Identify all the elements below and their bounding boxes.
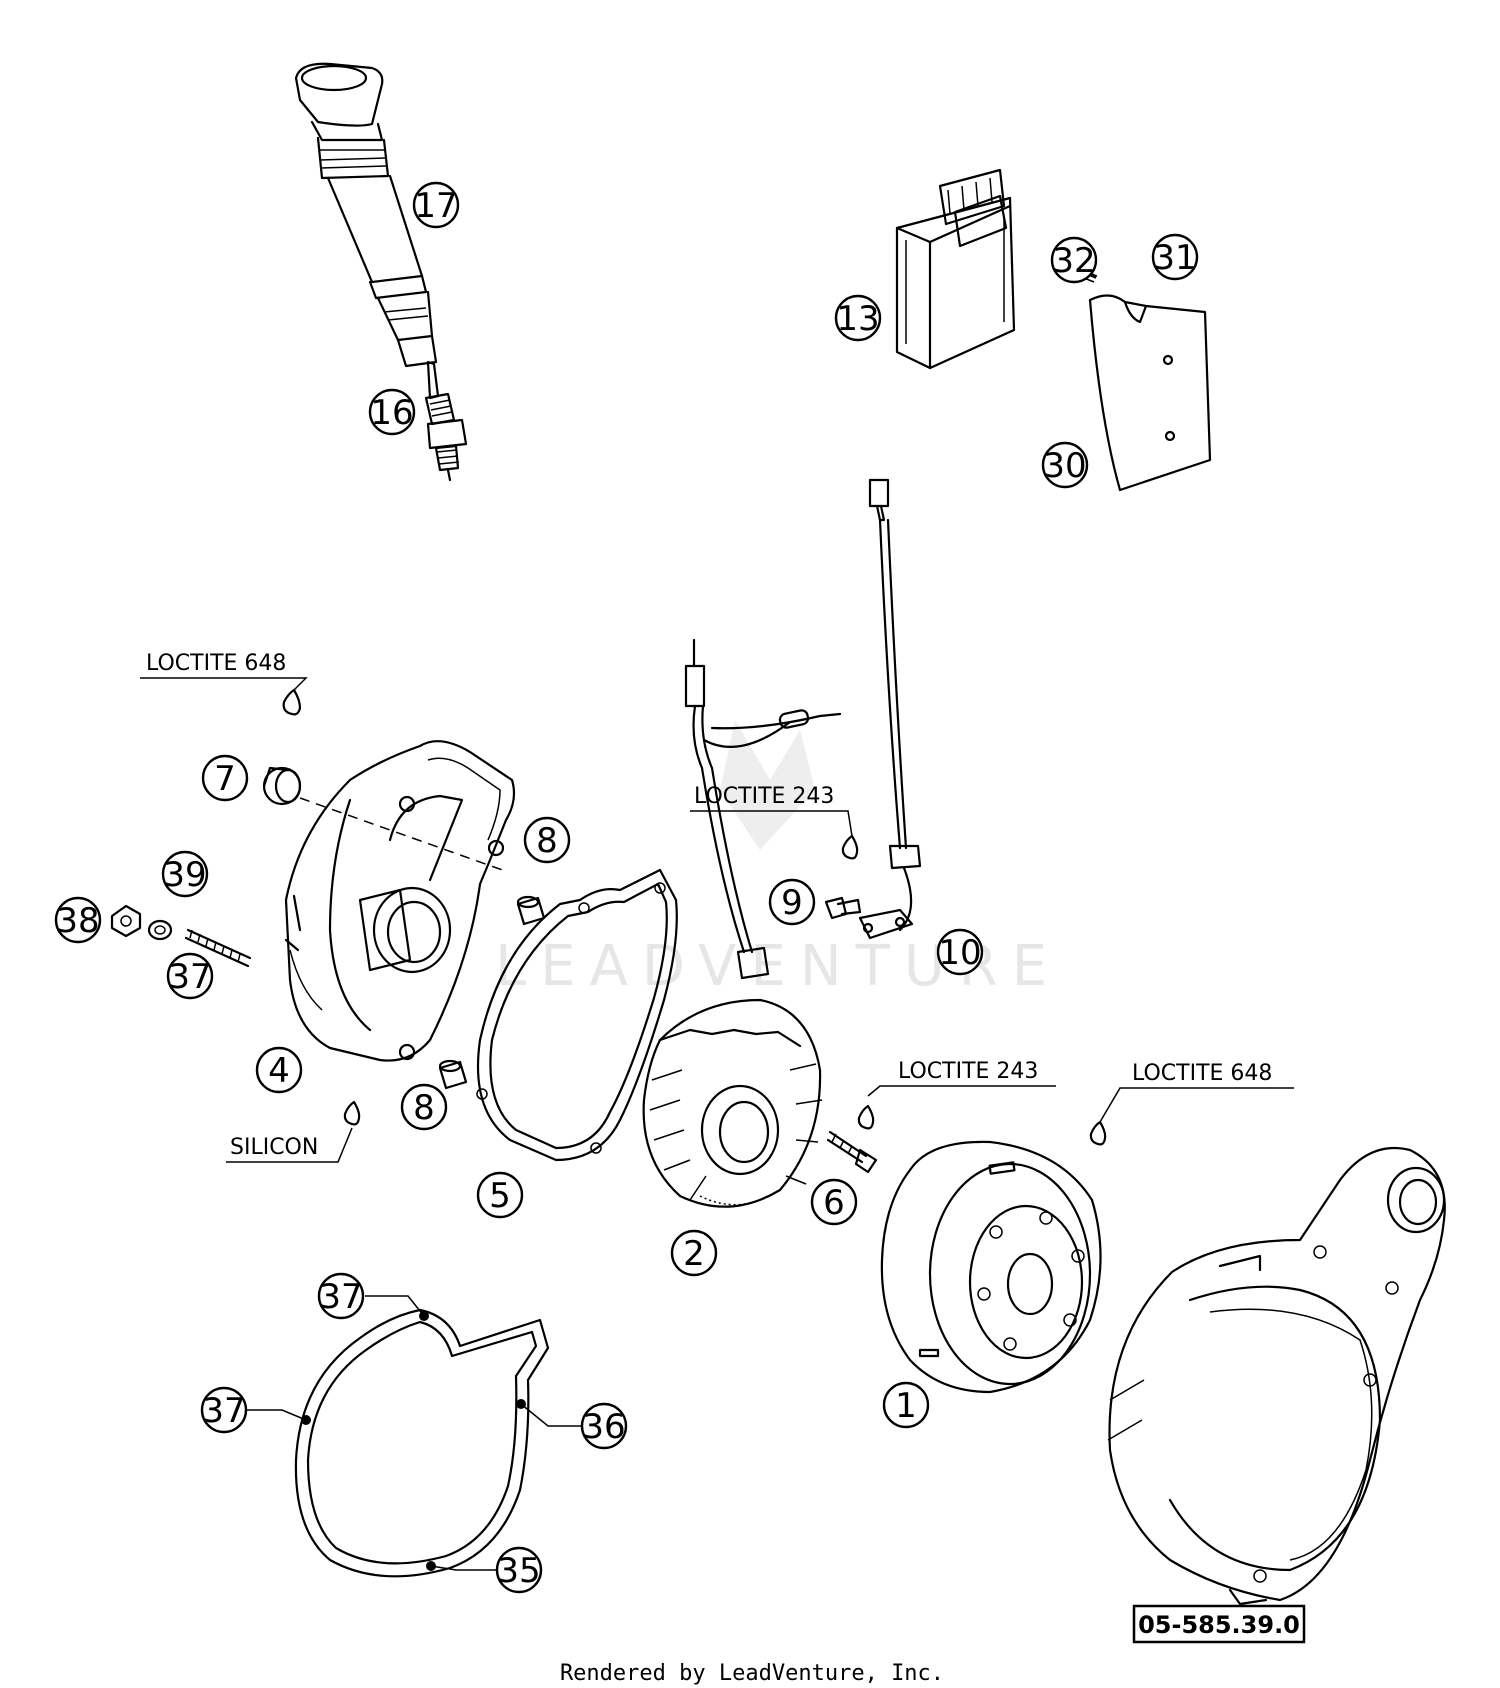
pickup-sensor [858, 478, 922, 940]
stator [642, 998, 823, 1208]
note-leaders [140, 677, 1294, 1163]
callout-2[interactable]: 2 [670, 1229, 718, 1277]
stator-screw [826, 1130, 878, 1174]
dowel-pin-lower [438, 1059, 468, 1090]
diagram-code-box: 05-585.39.0 [1132, 1604, 1306, 1644]
note-silicon: SILICON [230, 1135, 318, 1160]
nut [110, 904, 142, 938]
callout-37-top[interactable]: 37 [317, 1272, 365, 1320]
callout-10[interactable]: 10 [936, 928, 984, 976]
svg-text:30: 30 [1043, 446, 1086, 486]
note-loctite-648-upper: LOCTITE 648 [146, 651, 286, 676]
callout-38[interactable]: 38 [54, 896, 102, 944]
callout-39[interactable]: 39 [161, 850, 209, 898]
svg-text:37: 37 [202, 1391, 245, 1431]
washer [147, 919, 173, 941]
svg-text:16: 16 [370, 393, 413, 433]
stud-bolt [184, 928, 252, 968]
callout-35[interactable]: 35 [495, 1546, 543, 1594]
svg-text:8: 8 [536, 821, 558, 861]
generator-cover [1107, 1146, 1446, 1606]
callout-13[interactable]: 13 [834, 294, 882, 342]
svg-text:8: 8 [413, 1088, 435, 1128]
callout-17[interactable]: 17 [412, 181, 460, 229]
note-loctite-243-lower: LOCTITE 243 [898, 1059, 1038, 1084]
ignition-cover [284, 740, 516, 1062]
callout-4[interactable]: 4 [255, 1046, 303, 1094]
diagram-code: 05-585.39.0 [1138, 1611, 1300, 1639]
callout-leaders [247, 1295, 581, 1571]
svg-text:39: 39 [163, 855, 206, 895]
svg-text:5: 5 [489, 1176, 511, 1216]
ignition-coil [294, 62, 438, 368]
callout-37-left[interactable]: 37 [166, 952, 214, 1000]
svg-text:17: 17 [414, 186, 457, 226]
dowel-pin-upper [516, 895, 546, 926]
callout-31[interactable]: 31 [1151, 233, 1199, 281]
svg-text:37: 37 [319, 1277, 362, 1317]
sensor-screw [824, 896, 862, 920]
callout-9[interactable]: 9 [768, 878, 816, 926]
ecu-box [895, 168, 1016, 370]
svg-text:31: 31 [1153, 238, 1196, 278]
svg-text:35: 35 [497, 1551, 540, 1591]
svg-text:7: 7 [214, 759, 236, 799]
callout-6[interactable]: 6 [810, 1178, 858, 1226]
callout-8-upper[interactable]: 8 [523, 816, 571, 864]
callout-37-mid[interactable]: 37 [200, 1386, 248, 1434]
svg-text:9: 9 [781, 883, 803, 923]
note-loctite-243-upper: LOCTITE 243 [694, 784, 834, 809]
cover-gasket [476, 868, 678, 1162]
gasket-lower [294, 1308, 550, 1578]
note-loctite-648-lower: LOCTITE 648 [1132, 1061, 1272, 1086]
callout-8-lower[interactable]: 8 [400, 1083, 448, 1131]
svg-text:37: 37 [168, 957, 211, 997]
svg-text:1: 1 [895, 1386, 917, 1426]
svg-text:13: 13 [836, 299, 879, 339]
oil-seal [262, 766, 509, 873]
rotor-flywheel [880, 1140, 1102, 1394]
svg-text:36: 36 [582, 1407, 625, 1447]
callout-32[interactable]: 32 [1050, 236, 1098, 284]
svg-text:6: 6 [823, 1183, 845, 1223]
svg-text:38: 38 [56, 901, 99, 941]
callout-1[interactable]: 1 [882, 1381, 930, 1429]
callout-5[interactable]: 5 [476, 1171, 524, 1219]
footer-credit: Rendered by LeadVenture, Inc. [560, 1661, 944, 1686]
svg-text:4: 4 [268, 1051, 290, 1091]
svg-text:32: 32 [1052, 241, 1095, 281]
svg-text:10: 10 [938, 933, 981, 973]
svg-text:2: 2 [683, 1234, 705, 1274]
callout-36[interactable]: 36 [580, 1402, 628, 1450]
stator-cable [684, 638, 842, 980]
spark-plug [424, 360, 468, 482]
callout-16[interactable]: 16 [368, 388, 416, 436]
callout-7[interactable]: 7 [201, 754, 249, 802]
callout-30[interactable]: 30 [1041, 441, 1089, 489]
